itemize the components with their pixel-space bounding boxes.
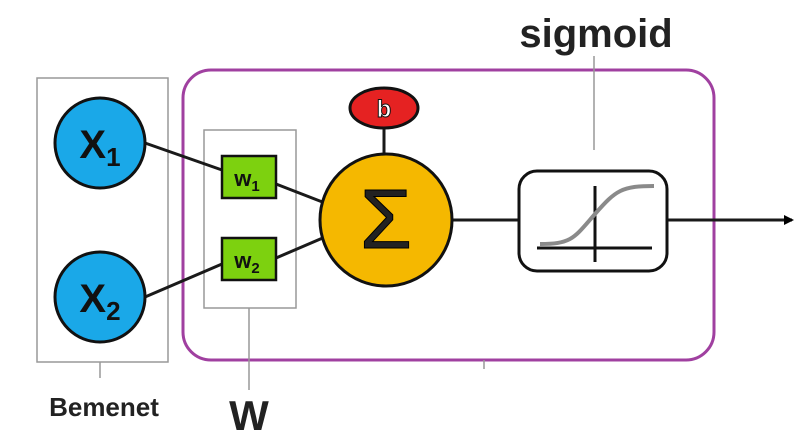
sigmoid-box: [517, 169, 669, 273]
weight-box-w1-label: w1: [233, 166, 259, 195]
bias-node-label: b: [377, 96, 392, 123]
connection-x1-w1: [144, 141, 223, 172]
input-node-x1-circle: [53, 96, 147, 190]
connection-w1-sum: [275, 182, 326, 205]
weight-box-w1-rect: [220, 154, 278, 200]
input-node-x2: X2: [53, 250, 147, 344]
weights-group-label: W: [229, 392, 269, 434]
bias-node-ellipse: [348, 86, 420, 130]
weight-box-w2-sub: 2: [251, 260, 259, 277]
input-node-x1-main: X: [79, 123, 106, 167]
connection-x2-w2: [144, 262, 223, 299]
input-node-x1: X1: [53, 96, 147, 190]
sigmoid-box-rect: [517, 169, 669, 273]
bias-node: b: [348, 86, 420, 130]
sum-node-circle: [318, 152, 454, 288]
sigmoid-label: sigmoid: [519, 12, 672, 56]
weight-box-w1: w1: [220, 154, 278, 200]
input-node-x1-label: X1: [79, 123, 120, 172]
input-group-label: Bemenet: [49, 392, 159, 422]
sum-node: Σ: [318, 152, 454, 288]
weight-box-w1-main: w: [233, 166, 252, 191]
input-node-x2-main: X: [79, 277, 106, 321]
connection-w2-sum: [275, 235, 326, 260]
input-node-x2-label: X2: [79, 277, 120, 326]
input-node-x1-sub: 1: [106, 142, 120, 172]
sum-symbol: Σ: [360, 172, 412, 266]
weight-box-w2: w2: [220, 236, 278, 282]
weight-box-w2-rect: [220, 236, 278, 282]
input-node-x2-circle: [53, 250, 147, 344]
weight-box-w1-sub: 1: [251, 178, 259, 195]
sigmoid-curve: [539, 184, 655, 246]
weight-box-w2-main: w: [233, 248, 252, 273]
input-group-frame: [36, 77, 169, 363]
neuron-frame: [181, 68, 716, 362]
weight-box-w2-label: w2: [233, 248, 259, 277]
weights-group-frame: [203, 129, 297, 309]
input-node-x2-sub: 2: [106, 296, 120, 326]
